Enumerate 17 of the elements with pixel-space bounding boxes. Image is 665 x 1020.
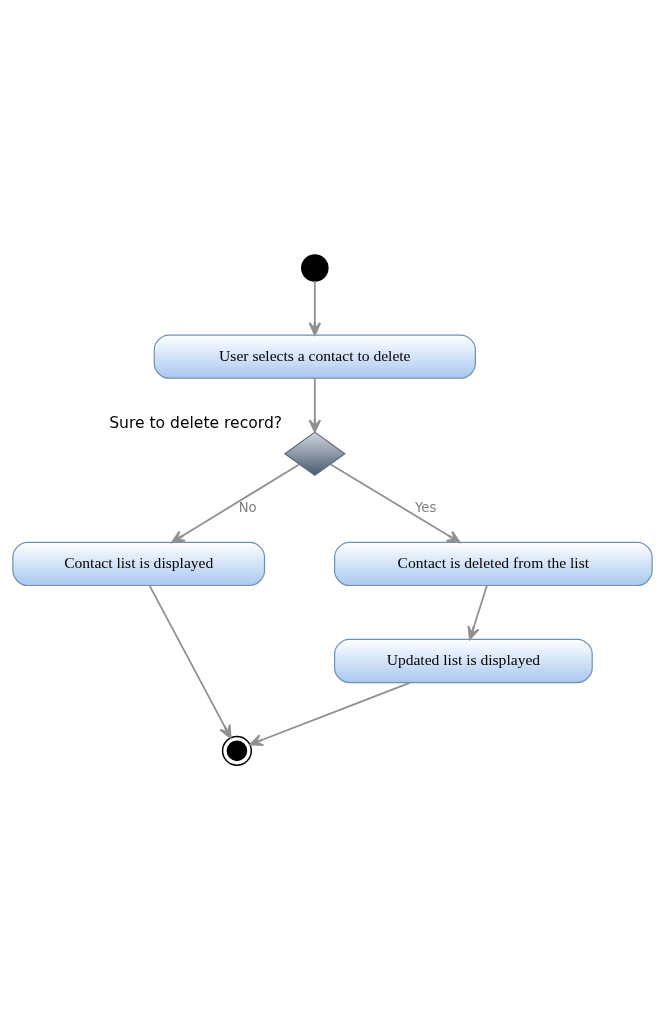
arrow (308, 377, 322, 433)
node-circle (301, 254, 329, 282)
arrow (329, 463, 461, 544)
node-label: Sure to delete record? (109, 413, 283, 432)
edge-label: Yes (415, 500, 437, 516)
arrow (171, 463, 301, 544)
node-box: User selects a contact to delete (153, 334, 476, 379)
edge-label: No (238, 500, 257, 516)
arrow (249, 681, 412, 747)
arrow (308, 280, 322, 336)
node-box: Updated list is displayed (334, 638, 593, 684)
node-box: Contact list is displayed (12, 541, 266, 587)
node-circle (221, 735, 253, 766)
arrow (467, 584, 488, 641)
arrow (148, 584, 232, 739)
node-box: Contact is deleted from the list (334, 541, 653, 587)
node-diamond (283, 431, 346, 476)
